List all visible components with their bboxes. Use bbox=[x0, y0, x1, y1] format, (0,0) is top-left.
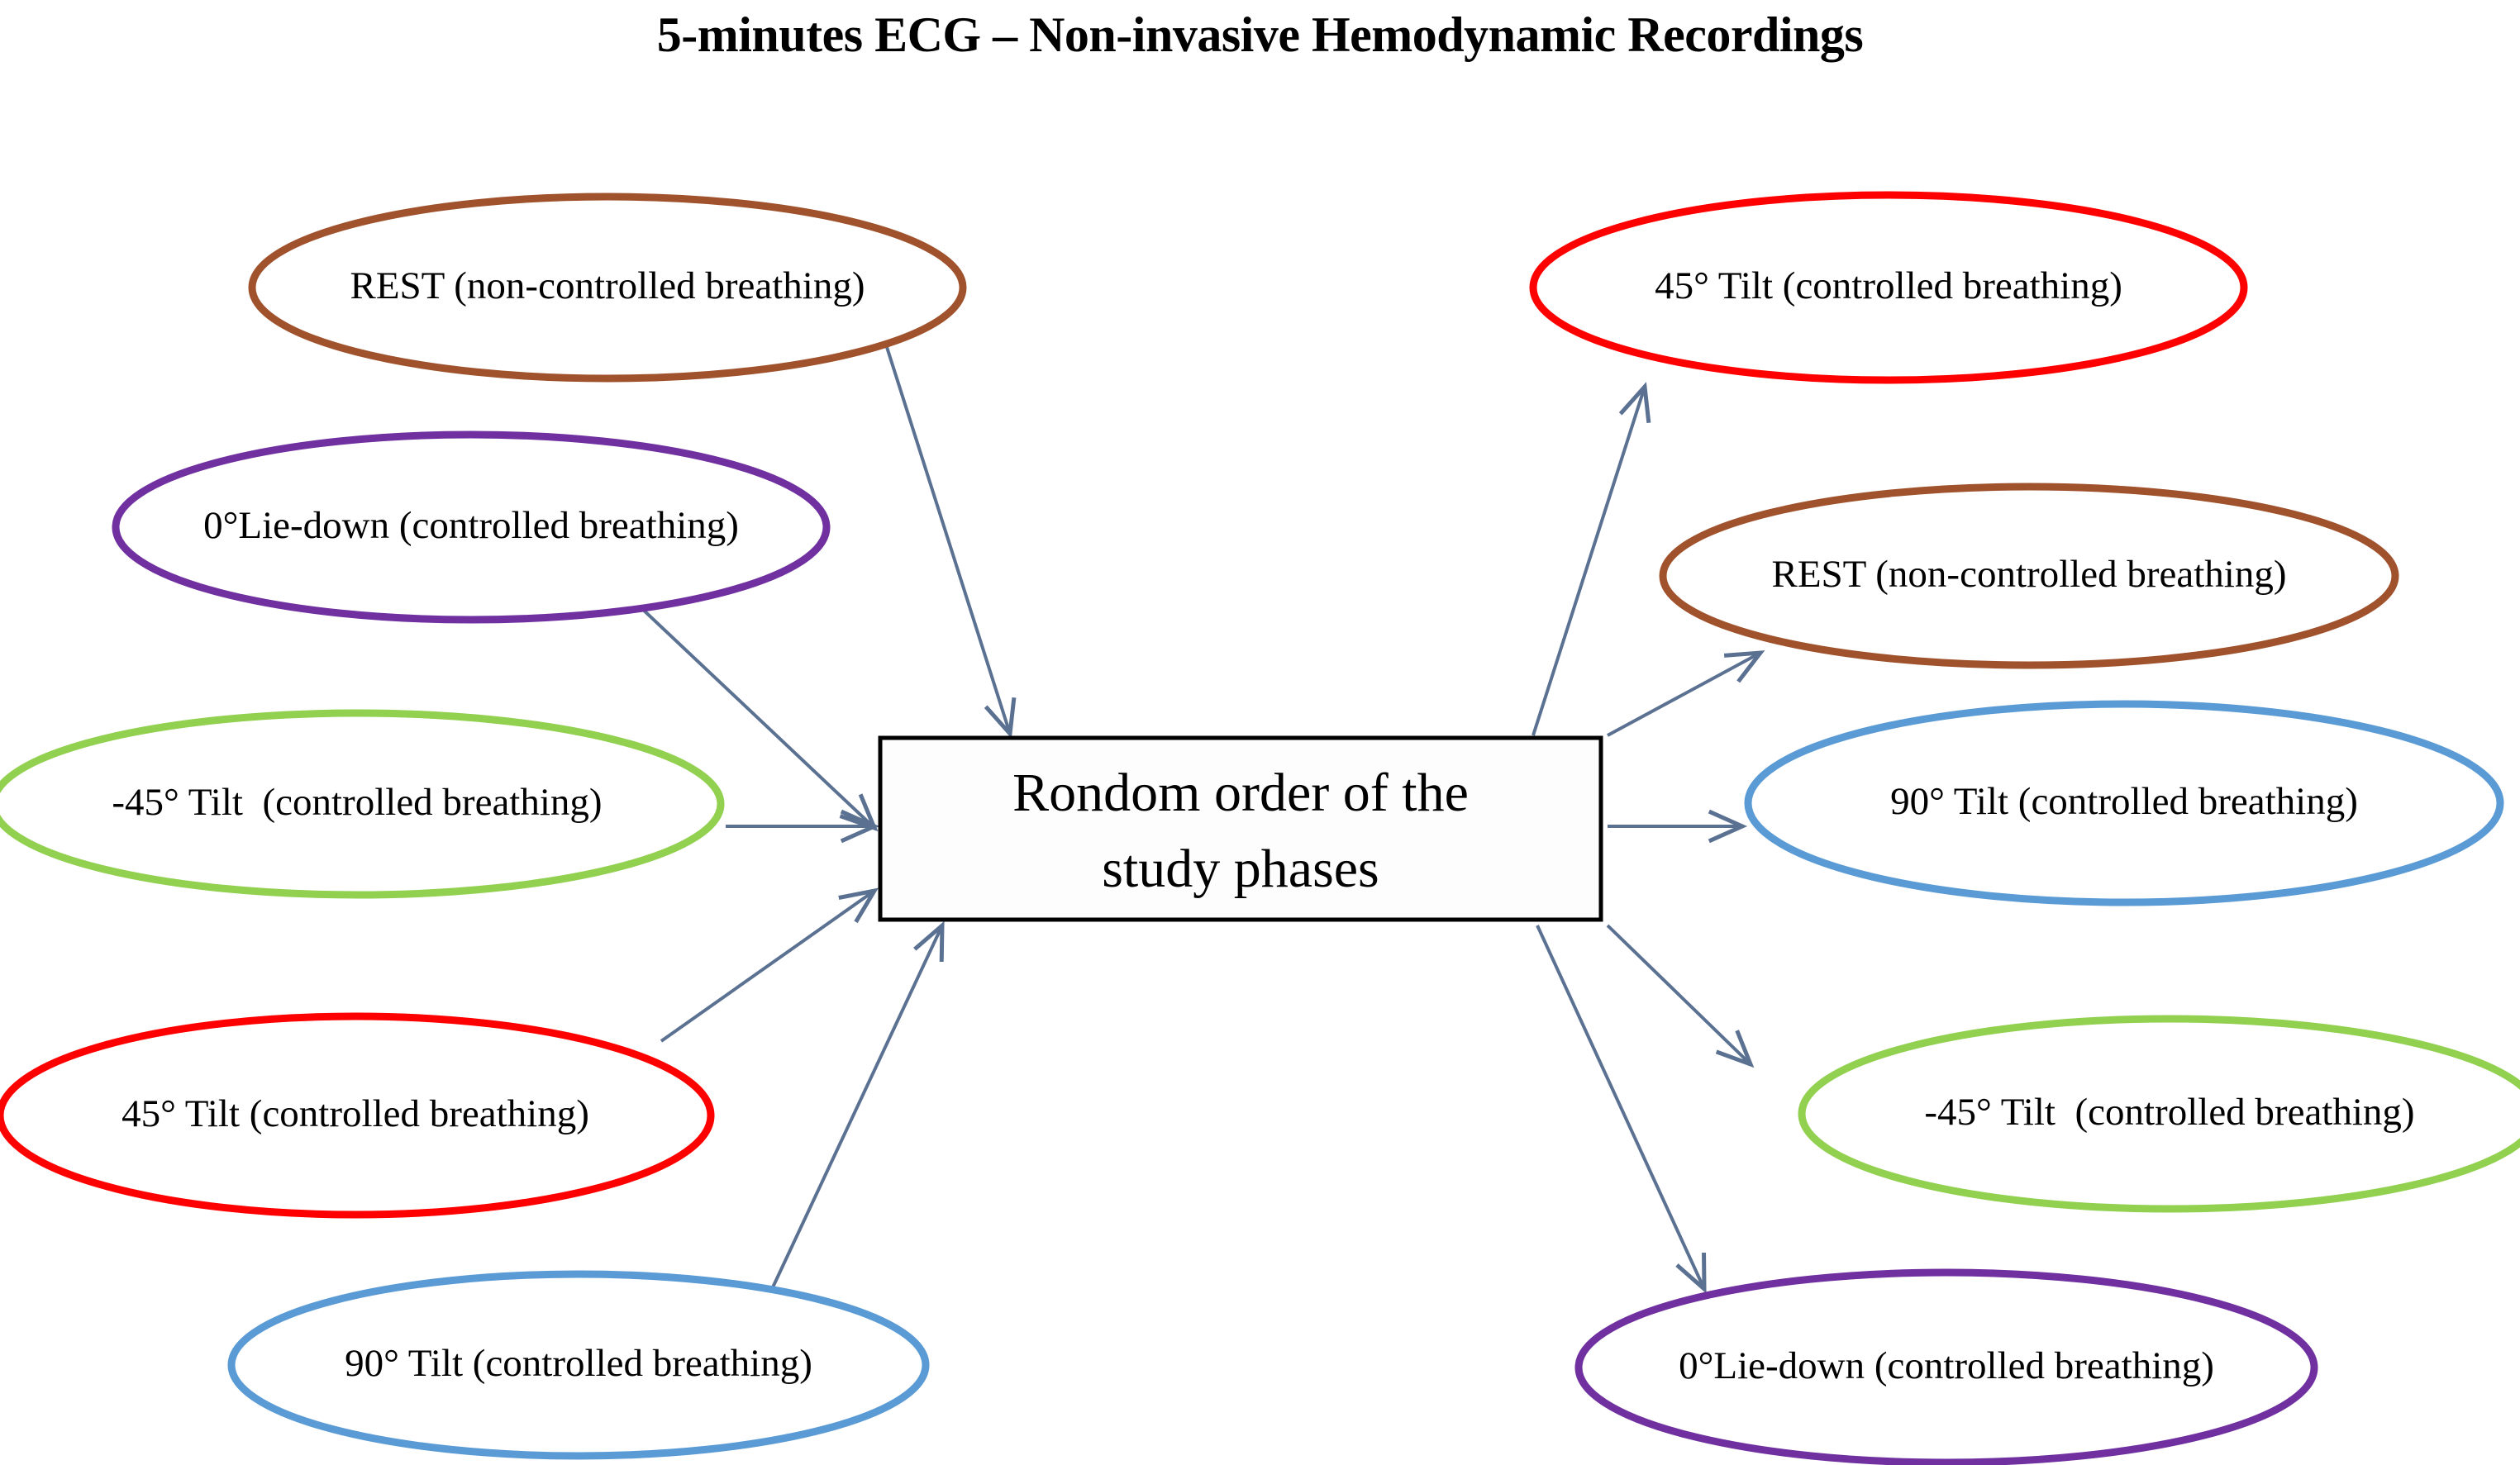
node-right-minus45-tilt[interactable]: -45° Tilt (controlled breathing) bbox=[1798, 1015, 2520, 1213]
node-outline-ellipse bbox=[1574, 1268, 2318, 1465]
arrow-out-minus45-head bbox=[1715, 1030, 1755, 1068]
node-right-lie-down[interactable]: 0°Lie-down (controlled breathing) bbox=[1574, 1268, 2318, 1465]
left-nodes-group: REST (non-controlled breathing) 0°Lie-dow… bbox=[0, 193, 967, 1460]
arrow-in-45-tilt bbox=[660, 887, 879, 1043]
center-box-rect bbox=[878, 735, 1603, 922]
node-outline-ellipse bbox=[1798, 1015, 2520, 1213]
node-outline-ellipse bbox=[227, 1270, 930, 1460]
arrow-out-rest-head bbox=[1723, 650, 1765, 683]
outgoing-arrows-group bbox=[1532, 382, 1765, 1294]
arrow-out-90-tilt bbox=[1608, 809, 1748, 844]
arrow-in-minus45-head bbox=[840, 809, 880, 844]
node-left-minus45-tilt[interactable]: -45° Tilt (controlled breathing) bbox=[0, 709, 725, 899]
arrow-in-lie-down-line bbox=[639, 606, 876, 830]
node-label: -45° Tilt (controlled breathing) bbox=[112, 781, 602, 824]
node-left-45-tilt[interactable]: 45° Tilt (controlled breathing) bbox=[0, 1012, 715, 1219]
node-right-rest[interactable]: REST (non-controlled breathing) bbox=[1659, 483, 2399, 669]
arrow-out-45-tilt bbox=[1532, 382, 1651, 736]
node-label: 90° Tilt (controlled breathing) bbox=[345, 1342, 812, 1385]
center-box[interactable]: Rondom order of the study phases bbox=[878, 735, 1603, 922]
node-outline-ellipse bbox=[112, 430, 831, 624]
node-left-rest[interactable]: REST (non-controlled breathing) bbox=[248, 193, 967, 383]
node-right-45-tilt[interactable]: 45° Tilt (controlled breathing) bbox=[1529, 191, 2248, 384]
arrow-out-90-tilt-head bbox=[1708, 809, 1748, 844]
node-outline-ellipse bbox=[248, 193, 967, 383]
arrow-out-45-tilt-line bbox=[1532, 386, 1646, 736]
arrow-out-minus45 bbox=[1606, 924, 1755, 1068]
node-label: 45° Tilt (controlled breathing) bbox=[121, 1092, 589, 1135]
arrow-in-90-tilt-line bbox=[759, 925, 944, 1315]
arrow-out-45-tilt-head bbox=[1618, 382, 1651, 424]
arrow-in-45-tilt-head bbox=[838, 887, 879, 924]
arrow-out-minus45-line bbox=[1606, 924, 1752, 1066]
arrow-out-rest-line bbox=[1607, 651, 1761, 737]
center-box-line-1: Rondom order of the bbox=[1012, 763, 1469, 823]
arrow-in-minus45 bbox=[726, 809, 880, 844]
node-left-90-tilt[interactable]: 90° Tilt (controlled breathing) bbox=[227, 1270, 930, 1460]
arrow-in-45-tilt-line bbox=[660, 889, 876, 1043]
node-left-lie-down[interactable]: 0°Lie-down (controlled breathing) bbox=[112, 430, 831, 624]
node-label: 90° Tilt (controlled breathing) bbox=[1890, 780, 2358, 823]
center-box-line-2: study phases bbox=[1102, 839, 1379, 899]
arrow-out-lie-down-line bbox=[1536, 925, 1706, 1290]
node-label: 0°Lie-down (controlled breathing) bbox=[203, 504, 739, 547]
arrow-in-rest-head bbox=[984, 697, 1017, 739]
node-outline-ellipse bbox=[1529, 191, 2248, 384]
node-outline-ellipse bbox=[1744, 700, 2504, 906]
node-label: REST (non-controlled breathing) bbox=[1771, 553, 2286, 596]
node-right-90-tilt[interactable]: 90° Tilt (controlled breathing) bbox=[1744, 700, 2504, 906]
node-outline-ellipse bbox=[0, 709, 725, 899]
node-outline-ellipse bbox=[1659, 483, 2399, 669]
arrow-out-lie-down-head bbox=[1675, 1252, 1707, 1294]
arrow-in-90-tilt-head bbox=[913, 920, 945, 963]
node-label: REST (non-controlled breathing) bbox=[350, 264, 865, 307]
node-outline-ellipse bbox=[0, 1012, 715, 1219]
arrow-out-rest bbox=[1607, 650, 1765, 737]
page-title: 5-minutes ECG – Non-invasive Hemodynamic… bbox=[656, 7, 1864, 62]
arrow-in-90-tilt bbox=[759, 920, 945, 1315]
right-nodes-group: 45° Tilt (controlled breathing) REST (non… bbox=[1529, 191, 2520, 1465]
node-label: -45° Tilt (controlled breathing) bbox=[1924, 1091, 2414, 1134]
arrow-out-lie-down bbox=[1536, 925, 1707, 1294]
node-label: 0°Lie-down (controlled breathing) bbox=[1679, 1344, 2214, 1387]
node-label: 45° Tilt (controlled breathing) bbox=[1655, 264, 2122, 307]
